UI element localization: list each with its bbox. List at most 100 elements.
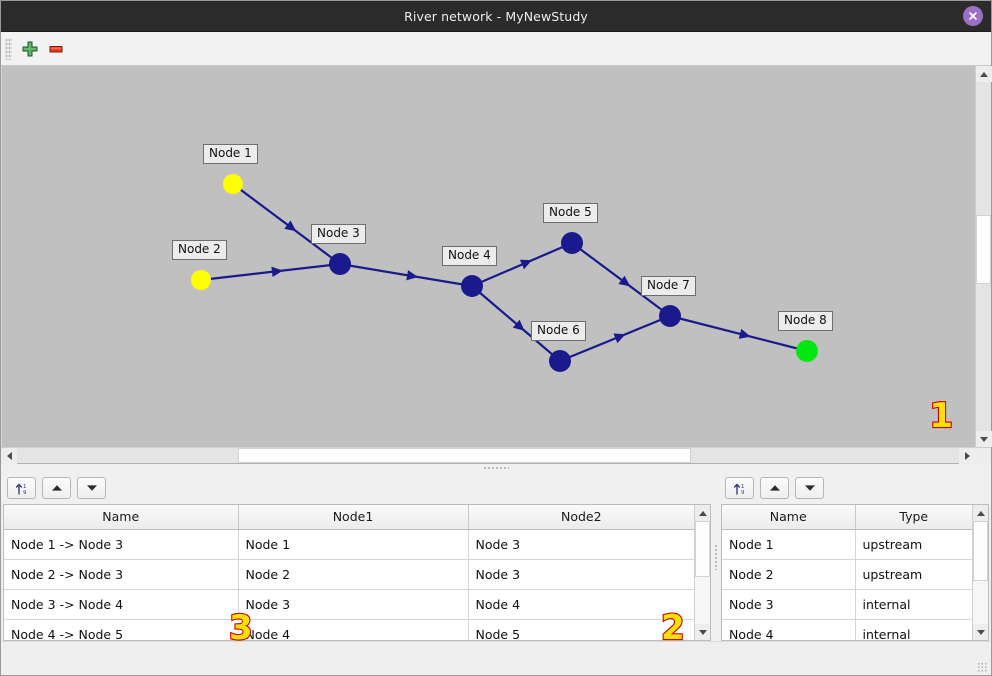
scroll-down-button[interactable] [976,431,992,447]
nodes-move-up-button[interactable] [760,477,789,499]
add-node-icon [22,41,38,56]
graph-node-node-5[interactable] [561,232,583,254]
table-cell[interactable]: Node 3 [468,529,695,560]
reaches-move-down-button[interactable] [77,477,106,499]
graph-node-node-3[interactable] [329,253,351,275]
column-header-name[interactable]: Name [722,505,856,530]
remove-node-button[interactable] [43,36,69,62]
graph-vertical-scrollbar[interactable] [975,66,992,447]
add-node-button[interactable] [17,36,43,62]
table-cell[interactable]: upstream [855,529,972,560]
table-cell[interactable]: internal [855,589,972,620]
nodes-vscroll-thumb[interactable] [973,521,988,581]
graph-node-label-node-4[interactable]: Node 4 [442,246,497,266]
table-cell[interactable]: Node 3 [468,559,695,590]
table-cell[interactable]: Node 5 [468,619,695,640]
reaches-vertical-scrollbar[interactable] [694,505,710,640]
splitter-grip-icon [483,466,509,470]
reaches-sort-button[interactable]: 1 9 [7,477,36,499]
graph-edge-arrow [738,328,751,339]
reaches-vscroll-thumb[interactable] [695,521,710,577]
graph-node-label-node-5[interactable]: Node 5 [543,203,598,223]
table-cell[interactable]: Node 3 -> Node 4 [4,589,239,620]
nodes-scroll-up-button[interactable] [973,505,988,521]
toolbar-drag-handle[interactable] [5,37,12,60]
column-header-name[interactable]: Name [4,505,239,530]
table-cell[interactable]: upstream [855,559,972,590]
graph-hscroll-thumb[interactable] [238,448,691,463]
vertical-splitter[interactable] [711,472,721,641]
graph-vscroll-track[interactable] [976,82,991,431]
reaches-move-up-button[interactable] [42,477,71,499]
scroll-left-button[interactable] [1,448,17,464]
table-cell[interactable]: Node 3 [722,589,856,620]
nodes-vertical-scrollbar[interactable] [972,505,988,640]
table-cell[interactable]: Node 4 [238,619,469,640]
reaches-scroll-up-button[interactable] [695,505,710,521]
column-header-node2[interactable]: Node2 [468,505,695,530]
graph-edge[interactable] [200,262,341,282]
horizontal-splitter[interactable] [1,464,991,472]
graph-edge-arrow [613,333,626,344]
nodes-scroll-down-button[interactable] [973,624,988,640]
table-cell[interactable]: Node 1 [238,529,469,560]
table-cell[interactable]: Node 4 -> Node 5 [4,619,239,640]
graph-node-node-4[interactable] [461,275,483,297]
graph-node-label-node-8[interactable]: Node 8 [778,311,833,331]
nodes-sort-button[interactable]: 1 9 [725,477,754,499]
table-cell[interactable]: Node 2 -> Node 3 [4,559,239,590]
graph-node-node-1[interactable] [223,174,243,194]
nodes-move-down-button[interactable] [795,477,824,499]
scroll-up-button[interactable] [976,66,992,82]
nodes-vscroll-track[interactable] [973,521,988,624]
graph-node-label-node-1[interactable]: Node 1 [203,144,258,164]
network-canvas[interactable]: Node 1 Node 2 Node 3 Node 4 Node 5 Node 6 Node… [1,66,975,447]
graph-node-node-6[interactable] [549,350,571,372]
graph-edge[interactable] [339,262,473,288]
window-resize-grip[interactable] [977,662,987,672]
column-header-node1[interactable]: Node1 [238,505,469,530]
table-cell[interactable]: Node 4 [468,589,695,620]
table-cell[interactable]: Node 2 [722,559,856,590]
close-window-button[interactable] [963,6,983,26]
graph-horizontal-scrollbar[interactable] [1,447,991,464]
table-cell[interactable]: Node 2 [238,559,469,590]
graph-node-node-7[interactable] [659,305,681,327]
graph-edge[interactable] [232,183,341,265]
graph-node-label-node-7[interactable]: Node 7 [641,276,696,296]
table-cell[interactable]: Node 1 [722,529,856,560]
graph-edge[interactable] [471,285,561,362]
graph-node-label-node-3[interactable]: Node 3 [311,224,366,244]
graph-node-label-node-6[interactable]: Node 6 [531,321,586,341]
table-cell[interactable]: internal [855,619,972,640]
graph-hscroll-track[interactable] [17,448,959,463]
graph-vscroll-thumb[interactable] [976,214,991,285]
graph-node-label-node-2[interactable]: Node 2 [172,240,227,260]
scrollbar-corner [975,448,991,464]
column-header-type[interactable]: Type [855,505,972,530]
caret-up-icon [699,510,708,516]
graph-edge[interactable] [571,242,671,317]
reaches-scroll-down-button[interactable] [695,624,710,640]
scroll-right-button[interactable] [959,448,975,464]
table-cell[interactable]: Node 4 [722,619,856,640]
table-cell[interactable]: Node 3 [238,589,469,620]
graph-edge[interactable] [559,314,671,363]
table-cell[interactable]: Node 1 -> Node 3 [4,529,239,560]
graph-node-node-2[interactable] [191,270,211,290]
graph-edge[interactable] [669,314,808,353]
graph-edge-arrow [284,220,297,232]
remove-node-icon [49,45,63,52]
graph-node-node-8[interactable] [796,340,818,362]
reaches-vscroll-track[interactable] [695,521,710,624]
